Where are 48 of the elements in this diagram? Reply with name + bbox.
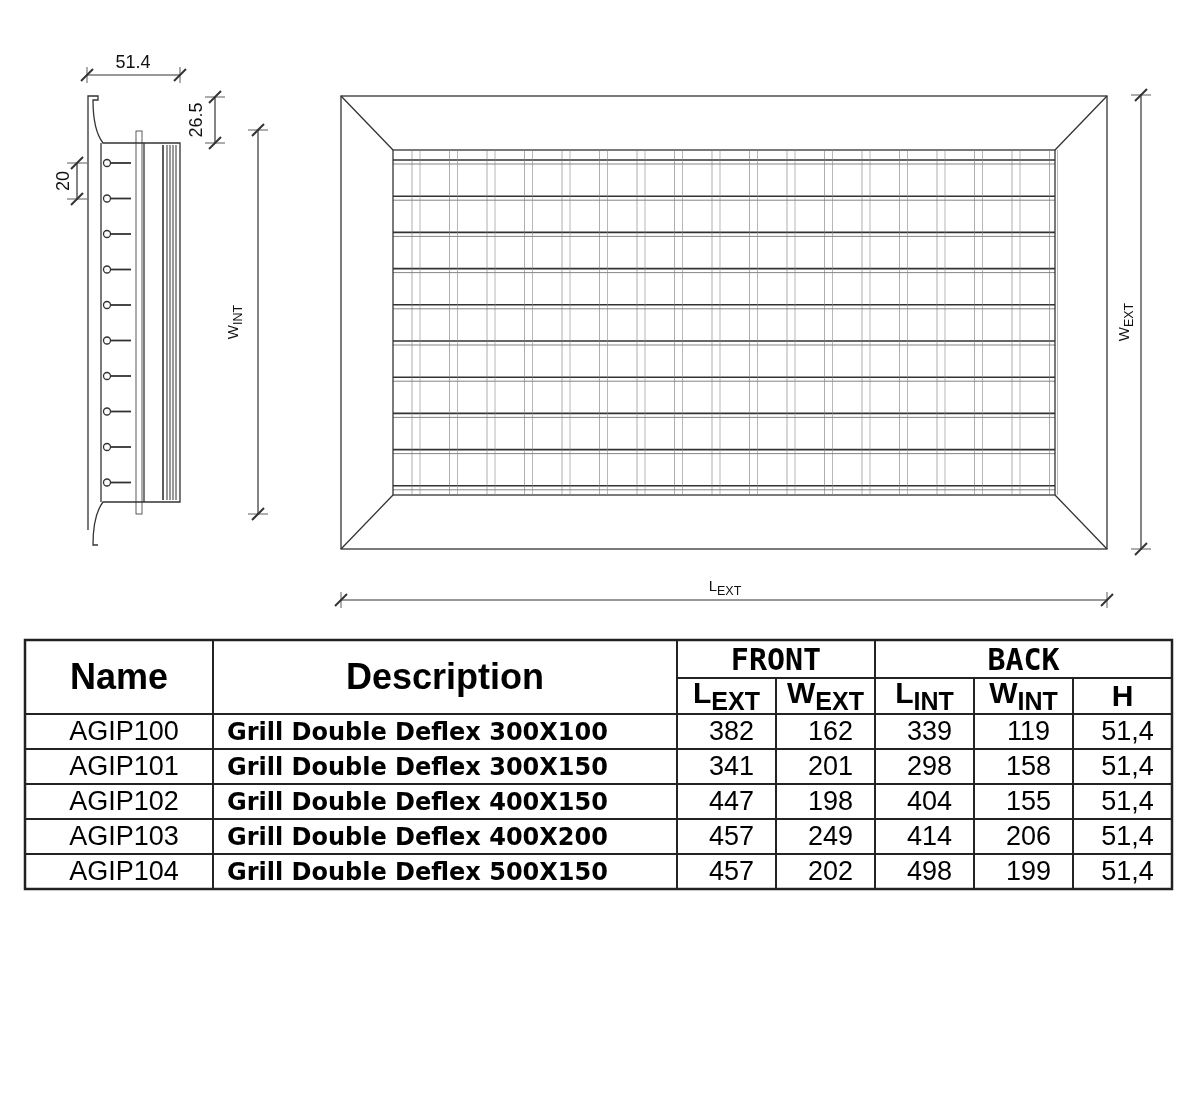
group-header: BACK — [987, 641, 1060, 677]
table-cell: 339 — [906, 716, 953, 747]
table-cell: AGIP100 — [69, 716, 179, 747]
column-header: W$_{INT}$ — [989, 676, 1058, 716]
table-cell: 382 — [708, 716, 755, 747]
table-cell: 404 — [906, 786, 953, 817]
table-cell: AGIP104 — [69, 856, 179, 887]
table-cell: 51,4 — [1101, 786, 1154, 817]
table-cell: 457 — [708, 821, 755, 852]
table-cell: 198 — [807, 786, 854, 817]
table-cell: Grill Double Deflex 300X100 — [227, 717, 608, 746]
column-header: Name — [69, 656, 169, 698]
table-cell: AGIP101 — [69, 751, 179, 782]
table-cell: 155 — [1005, 786, 1052, 817]
column-header: Description — [345, 656, 544, 698]
table-cell: 201 — [807, 751, 854, 782]
table-cell: 249 — [807, 821, 854, 852]
column-header: H — [1111, 679, 1134, 713]
dimension-label: 51.4 — [115, 53, 151, 71]
table-cell: AGIP102 — [69, 786, 179, 817]
table-cell: 414 — [906, 821, 953, 852]
group-header: FRONT — [730, 641, 822, 677]
table-cell: 51,4 — [1101, 716, 1154, 747]
dimension-label: L$_{EXT}$ — [708, 578, 742, 598]
table-cell: 298 — [906, 751, 953, 782]
table-cell: 158 — [1005, 751, 1052, 782]
column-header: L$_{EXT}$ — [693, 676, 760, 716]
table-cell: 51,4 — [1101, 751, 1154, 782]
table-cell: 447 — [708, 786, 755, 817]
dimension-label: 20 — [54, 171, 72, 191]
column-header: W$_{EXT}$ — [787, 676, 864, 716]
table-cell: 457 — [708, 856, 755, 887]
table-cell: Grill Double Deflex 400X150 — [227, 787, 608, 816]
table-cell: Grill Double Deflex 500X150 — [227, 857, 608, 886]
table-cell: 341 — [708, 751, 755, 782]
table-cell: AGIP103 — [69, 821, 179, 852]
table-cell: 206 — [1005, 821, 1052, 852]
table-cell: 202 — [807, 856, 854, 887]
table-cell: Grill Double Deflex 400X200 — [227, 822, 608, 851]
table-cell: 51,4 — [1101, 821, 1154, 852]
table-cell: 51,4 — [1101, 856, 1154, 887]
table-cell: 162 — [807, 716, 854, 747]
column-header: L$_{INT}$ — [895, 676, 954, 716]
dimension-label: 26.5 — [187, 102, 205, 138]
table-cell: 498 — [906, 856, 953, 887]
table-cell: 199 — [1005, 856, 1052, 887]
table-cell: Grill Double Deflex 300X150 — [227, 752, 608, 781]
table-cell: 119 — [1006, 716, 1050, 747]
